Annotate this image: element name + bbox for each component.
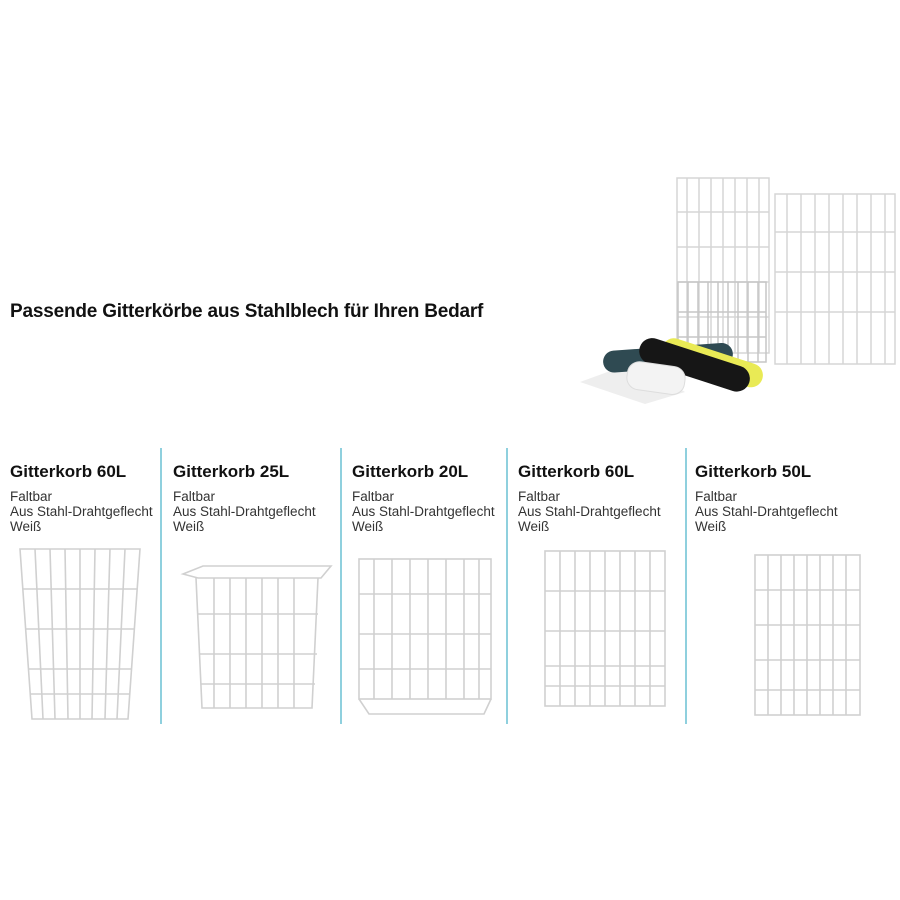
column-divider xyxy=(340,448,342,724)
page-headline: Passende Gitterkörbe aus Stahlblech für … xyxy=(10,301,484,322)
product-card[interactable]: Gitterkorb 50L Faltbar Aus Stahl-Drahtge… xyxy=(695,448,895,724)
product-feature: Weiß xyxy=(352,519,384,534)
product-image[interactable] xyxy=(15,544,145,724)
column-divider xyxy=(685,448,687,724)
product-image[interactable] xyxy=(354,554,496,724)
product-feature: Weiß xyxy=(10,519,42,534)
product-feature: Faltbar xyxy=(10,489,53,504)
product-feature: Aus Stahl-Drahtgeflecht xyxy=(173,504,316,519)
product-feature: Faltbar xyxy=(352,489,395,504)
product-feature: Weiß xyxy=(695,519,727,534)
product-card[interactable]: Gitterkorb 20L Faltbar Aus Stahl-Drahtge… xyxy=(352,448,504,724)
product-feature: Weiß xyxy=(518,519,550,534)
column-divider xyxy=(506,448,508,724)
product-image[interactable] xyxy=(540,546,670,716)
product-feature: Aus Stahl-Drahtgeflecht xyxy=(695,504,838,519)
product-title[interactable]: Gitterkorb 60L xyxy=(10,462,127,481)
product-image[interactable] xyxy=(750,550,865,722)
product-feature: Aus Stahl-Drahtgeflecht xyxy=(10,504,153,519)
product-image[interactable] xyxy=(178,564,333,714)
product-title[interactable]: Gitterkorb 50L xyxy=(695,462,812,481)
product-feature: Faltbar xyxy=(695,489,738,504)
product-card[interactable]: Gitterkorb 25L Faltbar Aus Stahl-Drahtge… xyxy=(173,448,338,724)
product-feature: Faltbar xyxy=(173,489,216,504)
product-feature: Aus Stahl-Drahtgeflecht xyxy=(352,504,495,519)
product-title[interactable]: Gitterkorb 20L xyxy=(352,462,469,481)
product-card[interactable]: Gitterkorb 60L Faltbar Aus Stahl-Drahtge… xyxy=(518,448,683,724)
product-feature: Faltbar xyxy=(518,489,561,504)
product-title[interactable]: Gitterkorb 25L xyxy=(173,462,290,481)
product-card[interactable]: Gitterkorb 60L Faltbar Aus Stahl-Drahtge… xyxy=(10,448,160,724)
product-feature: Aus Stahl-Drahtgeflecht xyxy=(518,504,661,519)
column-divider xyxy=(160,448,162,724)
hero-image xyxy=(580,177,896,404)
product-title[interactable]: Gitterkorb 60L xyxy=(518,462,635,481)
product-feature: Weiß xyxy=(173,519,205,534)
